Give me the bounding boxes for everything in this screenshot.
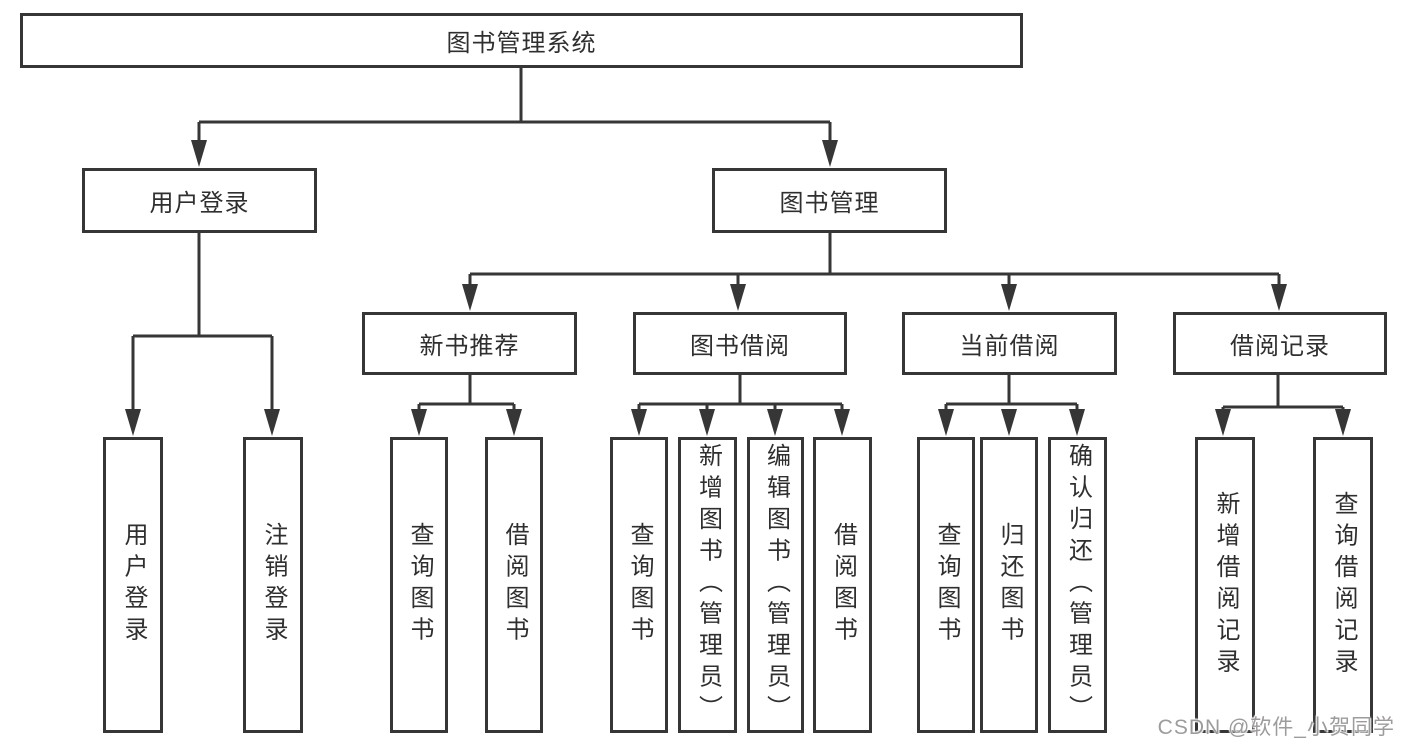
- node-book-borrow-label: 图书借阅: [690, 333, 790, 360]
- leaf-borrow-add-books-admin: 新增图书（管理员）: [678, 437, 737, 733]
- leaf-current-query-books-label: 查询图书: [933, 522, 960, 648]
- leaf-records-add-record: 新增借阅记录: [1195, 437, 1255, 733]
- node-current-borrow-label: 当前借阅: [959, 333, 1060, 360]
- leaf-records-query-record-label: 查询借阅记录: [1330, 490, 1357, 680]
- leaf-user-login-label: 用户登录: [120, 522, 147, 648]
- leaf-borrow-query-books-label: 查询图书: [626, 522, 653, 648]
- node-book-management-label: 图书管理: [779, 190, 880, 217]
- node-root: 图书管理系统: [20, 13, 1023, 68]
- leaf-current-confirm-return-admin-label: 确认归还（管理员）: [1064, 443, 1092, 727]
- csdn-watermark: CSDN @软件_小贺同学: [1157, 716, 1395, 739]
- leaf-current-query-books: 查询图书: [917, 437, 975, 733]
- leaf-logout: 注销登录: [243, 437, 303, 733]
- leaf-logout-label: 注销登录: [260, 522, 287, 648]
- leaf-borrow-borrow-books: 借阅图书: [813, 437, 872, 733]
- leaf-recommend-query-books-label: 查询图书: [406, 522, 433, 648]
- node-new-book-recommend-label: 新书推荐: [419, 333, 520, 360]
- node-borrow-records-label: 借阅记录: [1230, 333, 1330, 360]
- leaf-borrow-borrow-books-label: 借阅图书: [829, 522, 857, 648]
- leaf-current-return-books-label: 归还图书: [996, 522, 1023, 648]
- node-current-borrow: 当前借阅: [902, 312, 1117, 375]
- node-book-management: 图书管理: [712, 168, 947, 233]
- leaf-user-login: 用户登录: [103, 437, 163, 733]
- leaf-current-return-books: 归还图书: [980, 437, 1038, 733]
- leaf-recommend-borrow-books: 借阅图书: [485, 437, 543, 733]
- node-root-label: 图书管理系统: [446, 30, 597, 57]
- leaf-records-query-record: 查询借阅记录: [1313, 437, 1373, 733]
- leaf-records-add-record-label: 新增借阅记录: [1212, 490, 1239, 680]
- leaf-recommend-borrow-books-label: 借阅图书: [501, 522, 528, 648]
- leaf-borrow-add-books-admin-label: 新增图书（管理员）: [694, 443, 722, 727]
- leaf-recommend-query-books: 查询图书: [390, 437, 448, 733]
- node-user-login: 用户登录: [82, 168, 317, 233]
- leaf-borrow-query-books: 查询图书: [610, 437, 668, 733]
- leaf-current-confirm-return-admin: 确认归还（管理员）: [1048, 437, 1107, 733]
- leaf-borrow-edit-books-admin-label: 编辑图书（管理员）: [762, 443, 790, 727]
- node-new-book-recommend: 新书推荐: [362, 312, 577, 375]
- node-borrow-records: 借阅记录: [1173, 312, 1387, 375]
- leaf-borrow-edit-books-admin: 编辑图书（管理员）: [747, 437, 804, 733]
- node-book-borrow: 图书借阅: [633, 312, 847, 375]
- node-user-login-label: 用户登录: [149, 190, 250, 217]
